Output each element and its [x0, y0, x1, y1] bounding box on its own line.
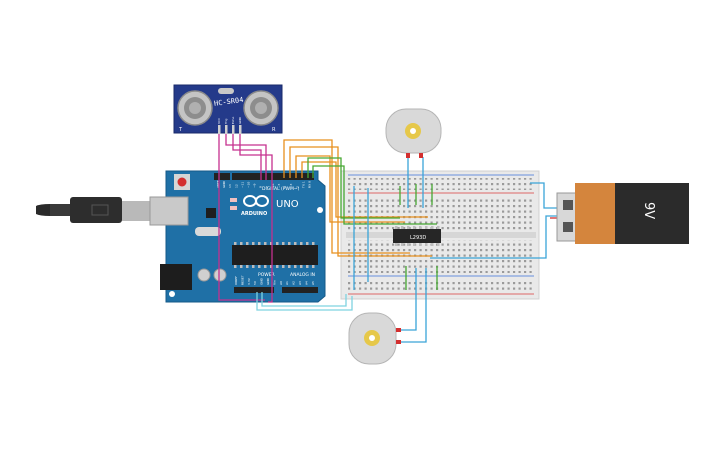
wire-sensor-vcc[interactable]	[218, 134, 265, 301]
top-pin-label: ~5	[277, 183, 281, 188]
wire-lightblue-power[interactable]	[256, 292, 353, 311]
arduino-logo-text: ARDUINO	[241, 211, 267, 217]
wire-green-1[interactable]	[307, 157, 400, 219]
wire-orange-3[interactable]	[295, 155, 405, 223]
wire-sensor-echo[interactable]	[232, 134, 262, 180]
top-pin-label: ~10	[247, 182, 251, 188]
ultrasonic-transducer-left	[177, 90, 213, 126]
sensor-corner-right: R	[272, 127, 276, 133]
atmega-chip	[232, 245, 318, 265]
wire-orange-4[interactable]	[301, 161, 428, 218]
top-pin-label: GND	[222, 180, 226, 188]
bottom-pin-label: GND	[266, 277, 270, 285]
bottom-pin-label: RESET	[240, 275, 244, 285]
reset-button[interactable]	[177, 177, 187, 187]
dc-motor-2[interactable]	[348, 312, 401, 365]
wire-blue-bat-neg[interactable]	[530, 182, 560, 209]
bottom-pin-label: A2	[292, 281, 296, 285]
wire-orange-2[interactable]	[289, 146, 432, 257]
wire-sensor-trig[interactable]	[225, 134, 267, 180]
bottom-pin-label: A1	[285, 281, 289, 285]
power-label: POWER	[258, 272, 275, 278]
battery-label: 9V	[641, 202, 656, 219]
top-pin-label: 2	[295, 186, 299, 188]
top-pin-label: 13	[228, 184, 232, 188]
dc-motor-1[interactable]	[385, 108, 442, 158]
sensor-pin-label: Echo	[231, 117, 235, 124]
bottom-pin-label: 5V	[253, 280, 257, 285]
arduino-model-text: UNO	[276, 199, 299, 210]
wire-orange-1[interactable]	[283, 139, 410, 254]
digital-pwm-label: DIGITAL (PWM~)	[262, 186, 300, 192]
top-pin-label: AREF	[216, 180, 220, 188]
arduino-logo-icon	[243, 195, 269, 207]
bottom-pin-label: A0	[279, 281, 283, 285]
wires	[218, 134, 560, 343]
usb-cable	[36, 197, 168, 223]
top-pin-label: RX 0	[308, 181, 312, 188]
bottom-pin-label: A3	[298, 281, 302, 285]
bottom-pin-label: A5	[311, 281, 315, 285]
battery-9v[interactable]: 9V	[556, 183, 689, 244]
analog-in-label: ANALOG IN	[290, 272, 315, 278]
wire-green-2[interactable]	[312, 165, 437, 225]
bottom-pin-label: A4	[304, 281, 308, 285]
l293d-driver-ic[interactable]: L293D	[393, 226, 441, 246]
wire-blue-bat-pos[interactable]	[430, 215, 560, 259]
ic-label: L293D	[410, 235, 426, 241]
top-pin-label: 4	[283, 186, 287, 188]
top-pin-label: ~11	[240, 182, 244, 188]
top-pin-label: ~9	[253, 183, 257, 188]
sensor-pin-label: Trig	[224, 119, 228, 125]
top-pin-label: ~6	[271, 183, 275, 188]
bottom-pin-label: IOREF	[234, 276, 238, 285]
top-pin-label: 7	[265, 186, 269, 188]
bottom-pin-label: 3.3V	[247, 277, 251, 285]
top-pin-label: 12	[234, 184, 238, 188]
sensor-pin-label: VCC	[217, 118, 221, 124]
wire-blue-motor2-a[interactable]	[398, 268, 417, 331]
top-pin-label: ~3	[289, 183, 293, 188]
bottom-pin-label: GND	[260, 277, 264, 285]
top-pin-label: 8	[259, 186, 263, 188]
wire-lightblue-power-2[interactable]	[261, 292, 347, 307]
breadboard[interactable]	[340, 170, 540, 300]
wire-sensor-gnd[interactable]	[239, 134, 273, 303]
bottom-pin-label: Vin	[272, 280, 276, 285]
wire-blue-motor2-b[interactable]	[398, 268, 427, 343]
sensor-corner-left: T	[178, 127, 183, 133]
sensor-pin-label: GND	[238, 116, 242, 124]
ultrasonic-transducer-right	[243, 90, 279, 126]
top-pin-label: TX 1	[301, 181, 305, 189]
